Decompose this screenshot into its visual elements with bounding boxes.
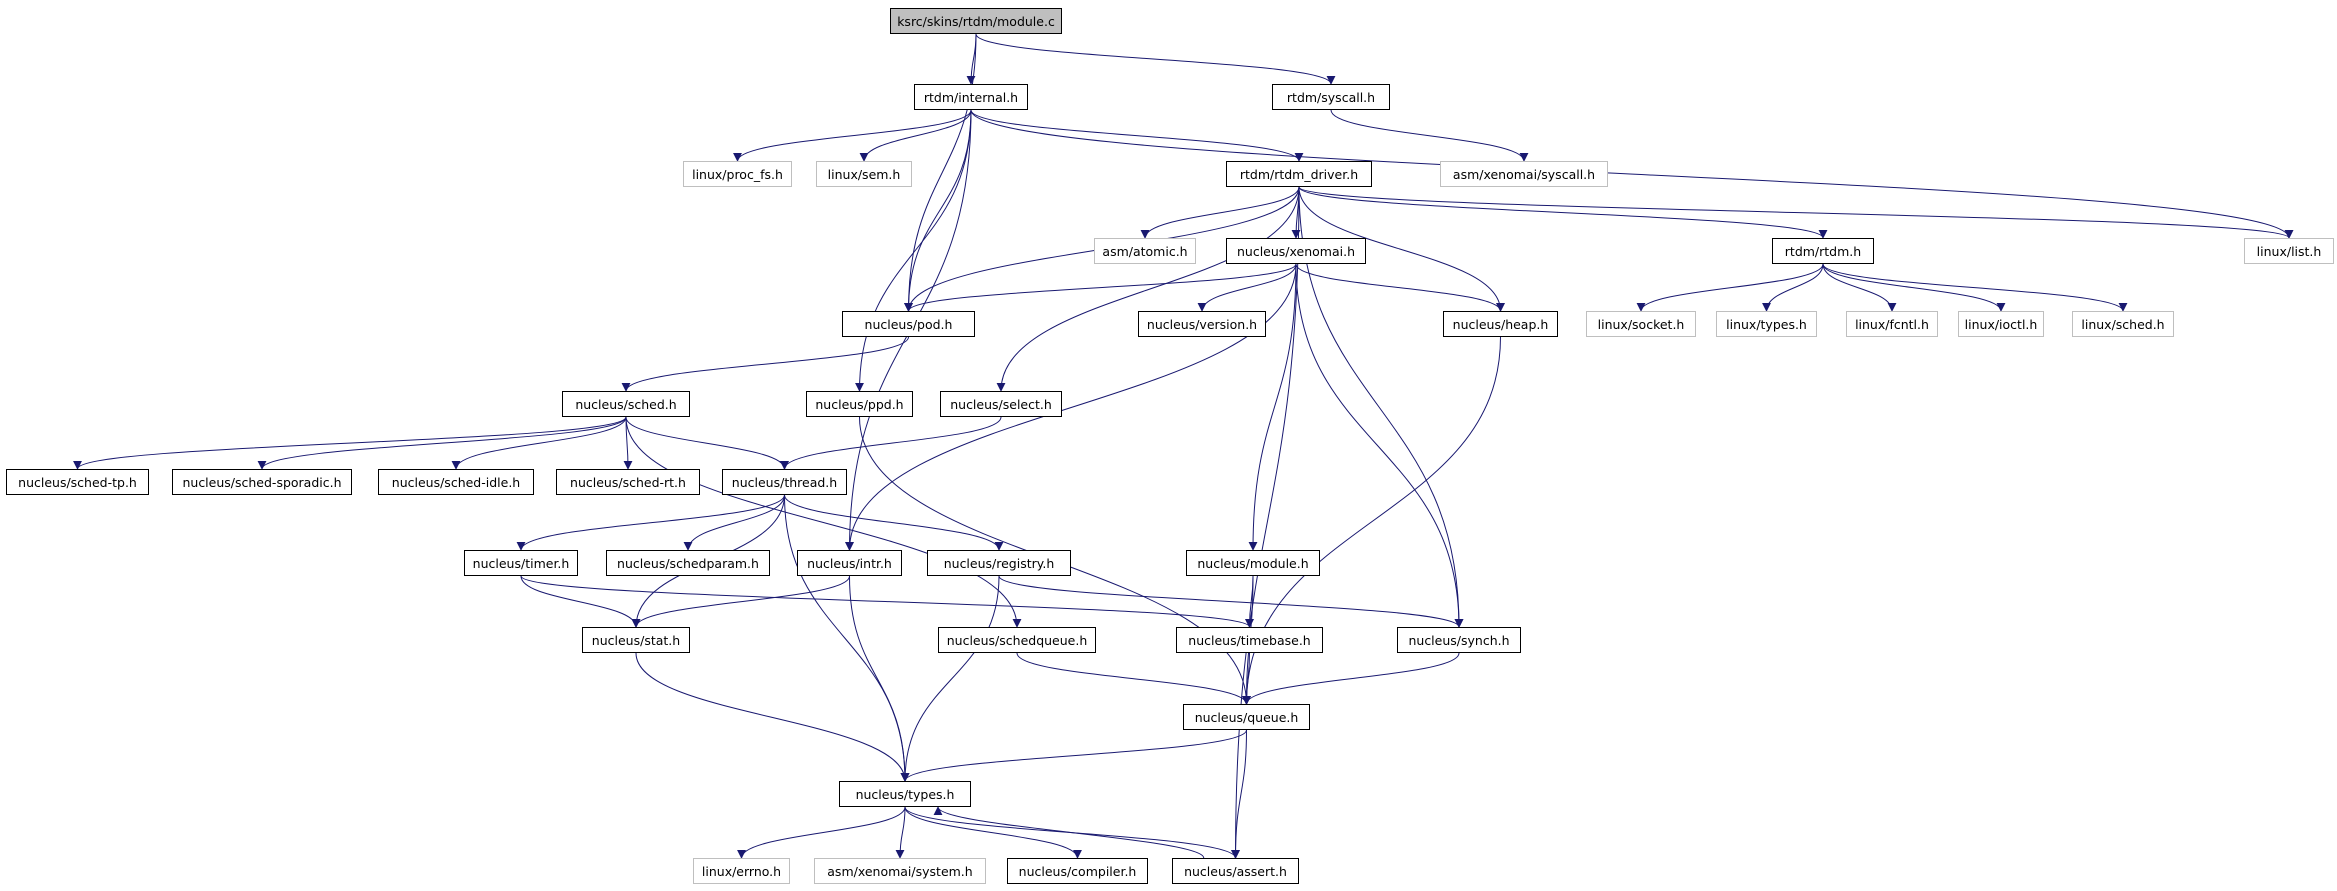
file-node-sched-rt[interactable]: nucleus/sched-rt.h bbox=[556, 469, 700, 495]
file-node-asm-syscall: asm/xenomai/syscall.h bbox=[1440, 161, 1608, 187]
file-node-sem: linux/sem.h bbox=[816, 161, 912, 187]
edge-assert-to-ntypes bbox=[933, 806, 1205, 859]
edge-sched-to-sched_spor bbox=[257, 416, 627, 470]
edge-rtdm_driver-to-atomic bbox=[1140, 186, 1300, 239]
file-node-module-c[interactable]: ksrc/skins/rtdm/module.c bbox=[890, 8, 1062, 34]
edge-synch-to-queue bbox=[1242, 652, 1460, 705]
file-node-sched-tp[interactable]: nucleus/sched-tp.h bbox=[6, 469, 149, 495]
edge-internal-to-pod bbox=[904, 109, 972, 312]
file-node-rtdm-driver[interactable]: rtdm/rtdm_driver.h bbox=[1226, 161, 1372, 187]
edge-sched-to-sched_tp bbox=[73, 416, 627, 470]
edge-internal-to-proc_fs bbox=[733, 109, 972, 162]
edge-xenomai-to-pod bbox=[904, 263, 1297, 312]
edge-select-to-thread bbox=[780, 416, 1002, 470]
file-node-ppd[interactable]: nucleus/ppd.h bbox=[806, 391, 913, 417]
file-node-compiler[interactable]: nucleus/compiler.h bbox=[1007, 858, 1148, 884]
edge-thread-to-schedparam bbox=[683, 494, 785, 551]
file-node-stat[interactable]: nucleus/stat.h bbox=[582, 627, 690, 653]
file-node-sched-spor[interactable]: nucleus/sched-sporadic.h bbox=[172, 469, 352, 495]
edge-ntypes-to-errno bbox=[737, 806, 906, 859]
edge-thread-to-timer bbox=[516, 494, 785, 551]
edge-rtdm_driver-to-synch bbox=[1298, 186, 1464, 628]
edge-xenomai-to-heap bbox=[1295, 263, 1505, 312]
file-node-intr[interactable]: nucleus/intr.h bbox=[797, 550, 902, 576]
edge-intr-to-ntypes bbox=[849, 575, 910, 782]
edge-timer-to-stat bbox=[520, 575, 641, 628]
file-node-pod[interactable]: nucleus/pod.h bbox=[842, 311, 975, 337]
edge-rtdm_driver-to-list bbox=[1298, 186, 2294, 239]
file-node-schedqueue[interactable]: nucleus/schedqueue.h bbox=[938, 627, 1096, 653]
file-node-ntypes[interactable]: nucleus/types.h bbox=[839, 781, 971, 807]
edge-sched-to-schedqueue bbox=[625, 416, 1022, 628]
edge-ntypes-to-compiler bbox=[904, 806, 1082, 859]
edge-xenomai-to-nmodule bbox=[1248, 263, 1297, 551]
file-node-xenomai[interactable]: nucleus/xenomai.h bbox=[1226, 238, 1366, 264]
file-node-ioctl: linux/ioctl.h bbox=[1958, 311, 2044, 337]
edge-ntypes-to-asm_system bbox=[895, 806, 906, 859]
edge-rtdm_h-to-socket bbox=[1636, 263, 1824, 312]
edge-queue-to-assert bbox=[1231, 729, 1247, 859]
file-node-schedparam[interactable]: nucleus/schedparam.h bbox=[606, 550, 770, 576]
file-node-select[interactable]: nucleus/select.h bbox=[940, 391, 1062, 417]
edge-internal-to-ppd bbox=[855, 109, 972, 392]
file-node-timer[interactable]: nucleus/timer.h bbox=[464, 550, 578, 576]
file-node-synch[interactable]: nucleus/synch.h bbox=[1397, 627, 1521, 653]
edge-module_c-to-syscall bbox=[975, 33, 1336, 85]
edge-schedqueue-to-queue bbox=[1016, 652, 1251, 705]
file-node-thread[interactable]: nucleus/thread.h bbox=[722, 469, 847, 495]
edge-rtdm_h-to-lsched bbox=[1822, 263, 2128, 312]
file-node-assert[interactable]: nucleus/assert.h bbox=[1172, 858, 1299, 884]
file-node-rtdm-h[interactable]: rtdm/rtdm.h bbox=[1772, 238, 1874, 264]
file-node-sched-idle[interactable]: nucleus/sched-idle.h bbox=[378, 469, 534, 495]
edge-rtdm_driver-to-rtdm_h bbox=[1298, 186, 1828, 239]
file-node-fcntl: linux/fcntl.h bbox=[1846, 311, 1938, 337]
edge-pod-to-sched bbox=[621, 336, 909, 392]
edge-syscall-to-asm_syscall bbox=[1330, 109, 1529, 162]
file-node-sched[interactable]: nucleus/sched.h bbox=[562, 391, 690, 417]
edge-internal-to-rtdm_driver bbox=[970, 109, 1304, 162]
edge-internal-to-list bbox=[970, 109, 2294, 239]
file-node-list: linux/list.h bbox=[2244, 238, 2334, 264]
edge-registry-to-ntypes bbox=[900, 575, 1000, 782]
file-node-syscall[interactable]: rtdm/syscall.h bbox=[1272, 84, 1390, 110]
edge-rtdm_h-to-ltypes bbox=[1762, 263, 1824, 312]
edge-timer-to-timebase bbox=[520, 575, 1254, 628]
edge-intr-to-stat bbox=[631, 575, 850, 628]
edge-rtdm_driver-to-heap bbox=[1298, 186, 1505, 312]
edge-stat-to-ntypes bbox=[635, 652, 910, 782]
file-node-internal[interactable]: rtdm/internal.h bbox=[914, 84, 1028, 110]
edge-xenomai-to-intr bbox=[845, 263, 1297, 551]
edge-xenomai-to-version bbox=[1197, 263, 1297, 312]
file-node-heap[interactable]: nucleus/heap.h bbox=[1443, 311, 1558, 337]
edge-xenomai-to-synch bbox=[1295, 263, 1464, 628]
file-node-atomic: asm/atomic.h bbox=[1094, 238, 1196, 264]
file-node-registry[interactable]: nucleus/registry.h bbox=[927, 550, 1071, 576]
edge-rtdm_driver-to-select bbox=[996, 186, 1300, 392]
file-node-version[interactable]: nucleus/version.h bbox=[1138, 311, 1266, 337]
edge-thread-to-ntypes bbox=[784, 494, 910, 782]
edge-sched-to-sched_idle bbox=[451, 416, 627, 470]
file-node-lsched: linux/sched.h bbox=[2072, 311, 2174, 337]
edge-module_c-to-pod bbox=[904, 33, 977, 312]
file-node-proc-fs: linux/proc_fs.h bbox=[683, 161, 792, 187]
file-node-errno: linux/errno.h bbox=[693, 858, 790, 884]
file-node-asm-system: asm/xenomai/system.h bbox=[814, 858, 986, 884]
edge-rtdm_driver-to-assert bbox=[1231, 186, 1300, 859]
edge-queue-to-ntypes bbox=[900, 729, 1247, 782]
file-node-queue[interactable]: nucleus/queue.h bbox=[1183, 704, 1310, 730]
file-node-ltypes: linux/types.h bbox=[1716, 311, 1817, 337]
file-node-nmodule[interactable]: nucleus/module.h bbox=[1186, 550, 1320, 576]
edge-rtdm_h-to-fcntl bbox=[1822, 263, 1897, 312]
file-node-timebase[interactable]: nucleus/timebase.h bbox=[1176, 627, 1323, 653]
edge-registry-to-synch bbox=[998, 575, 1464, 628]
edge-thread-to-registry bbox=[784, 494, 1004, 551]
edge-sched-to-thread bbox=[625, 416, 789, 470]
file-node-socket: linux/socket.h bbox=[1586, 311, 1696, 337]
edge-rtdm_h-to-ioctl bbox=[1822, 263, 2006, 312]
edge-internal-to-sem bbox=[859, 109, 972, 162]
